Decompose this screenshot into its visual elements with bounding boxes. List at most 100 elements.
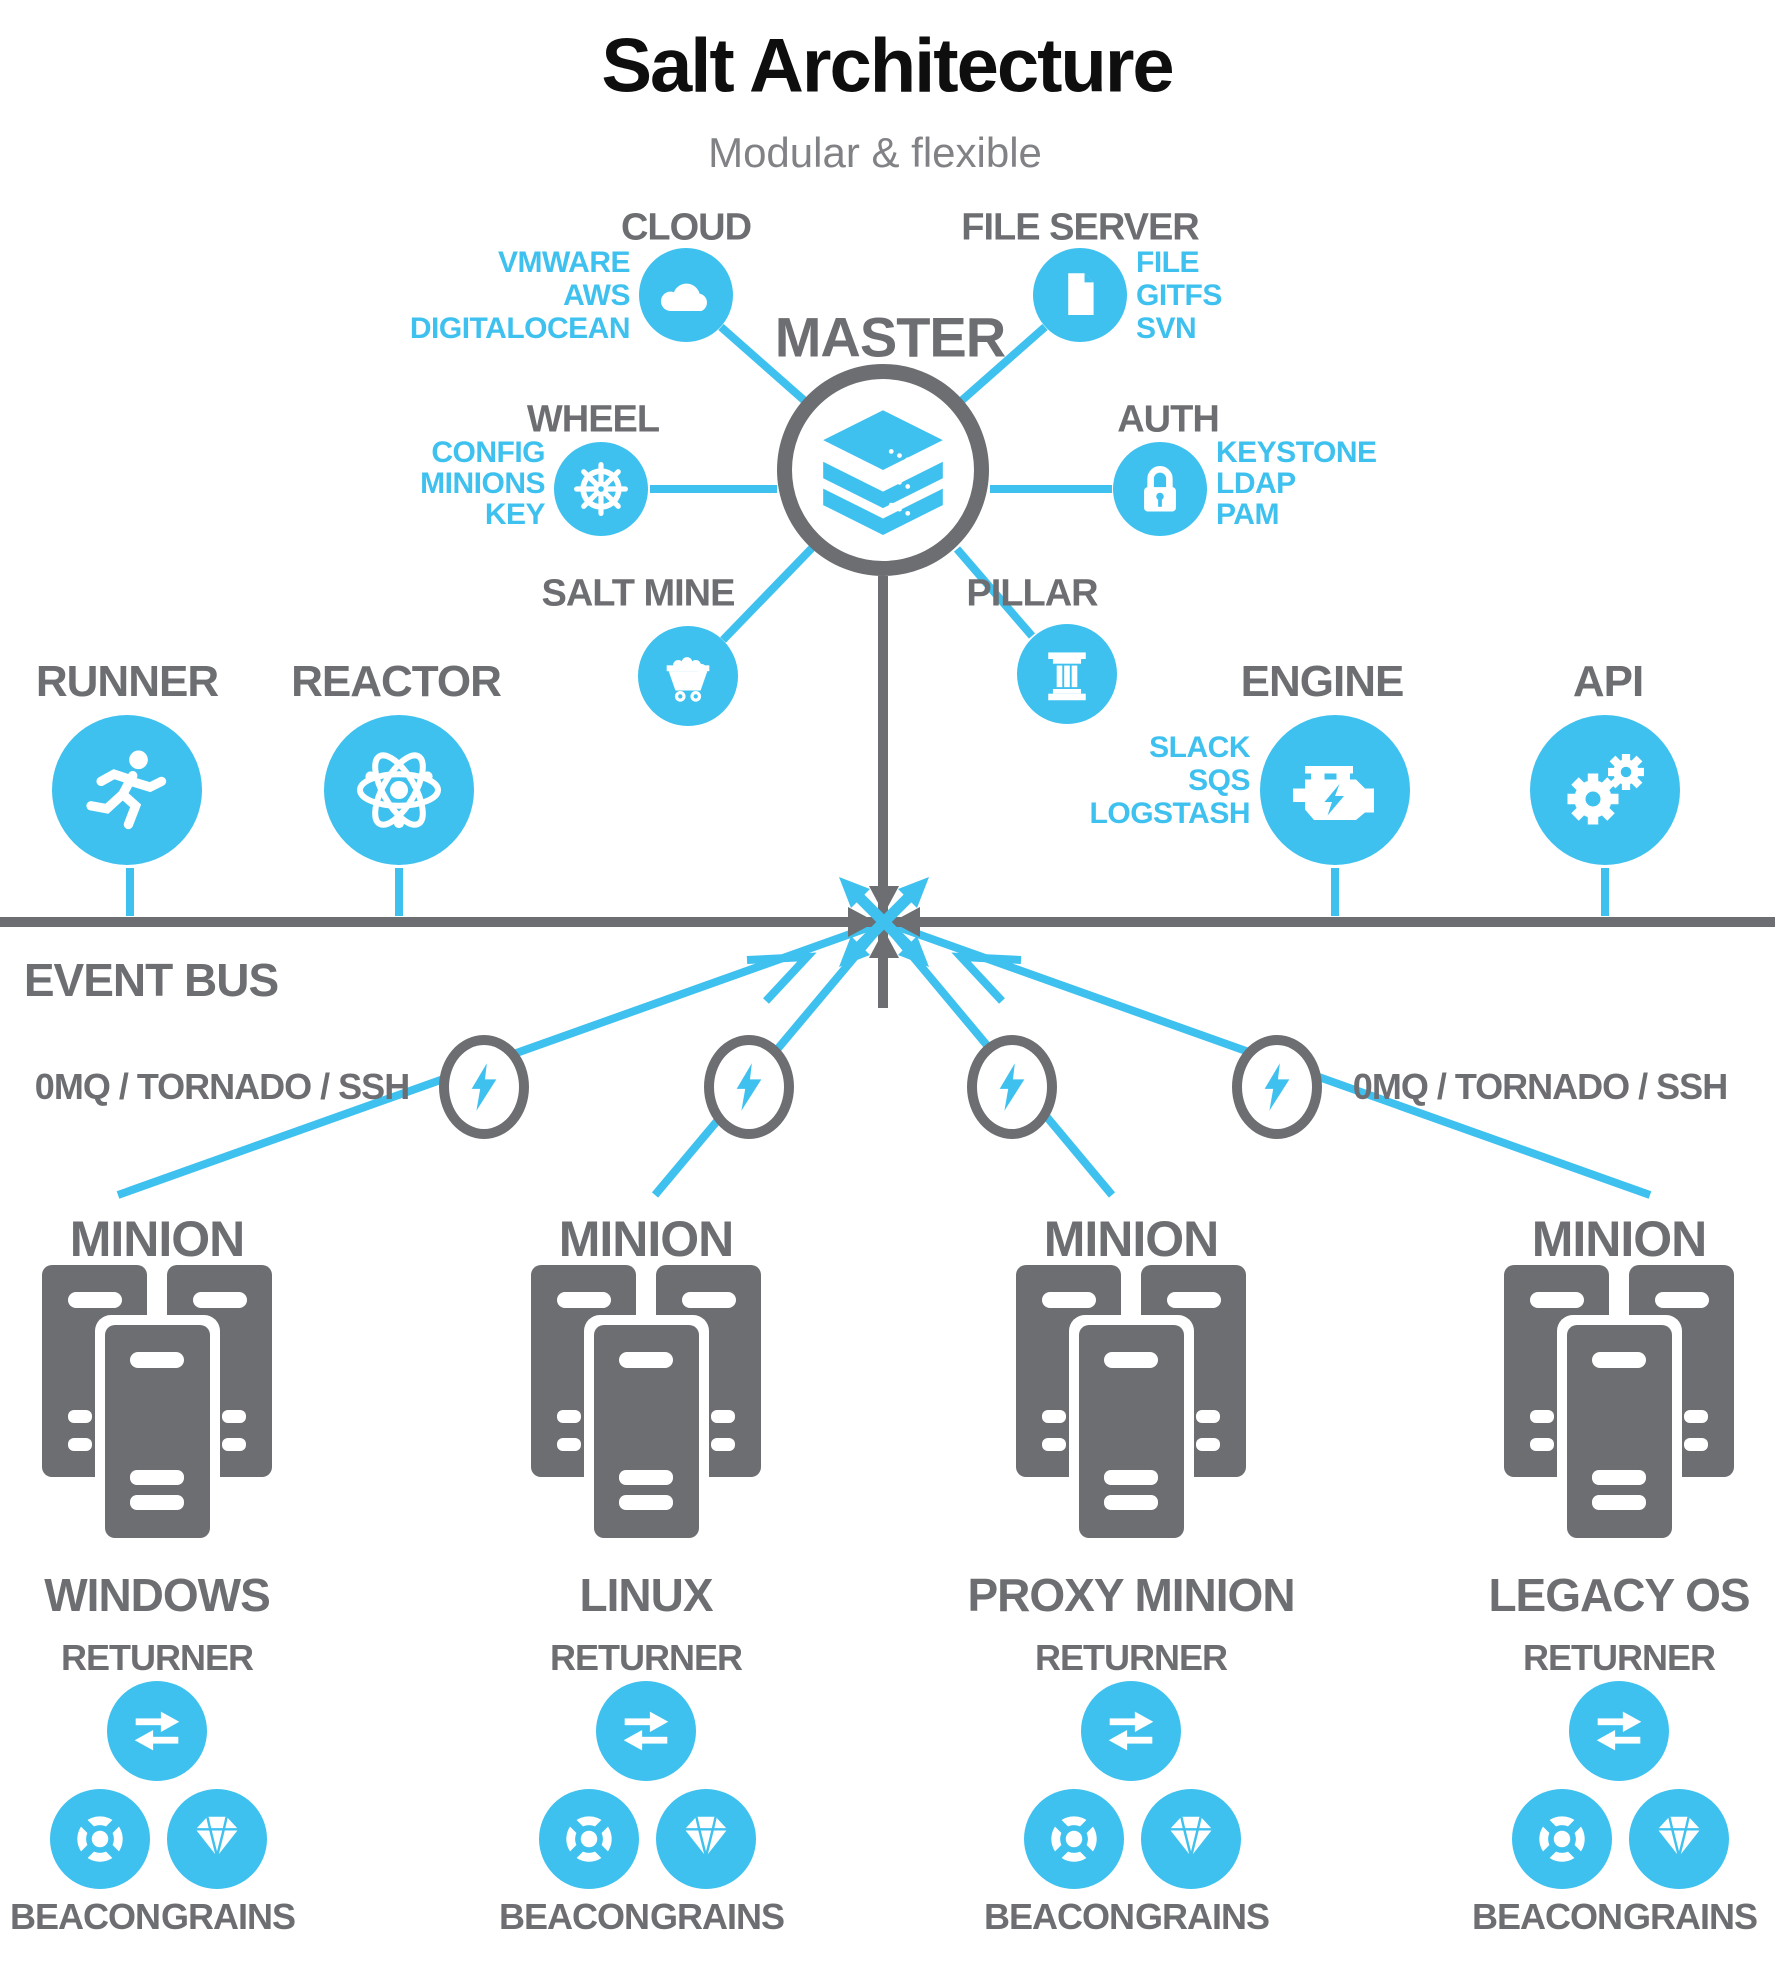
grains-node: [1629, 1789, 1729, 1889]
crossing-arrows-icon: [836, 874, 932, 970]
diamond-icon: [186, 1808, 248, 1870]
diamond-icon: [675, 1808, 737, 1870]
returner-node: [107, 1681, 207, 1781]
transport-label-right: 0MQ / TORNADO / SSH: [1352, 1066, 1728, 1107]
lightning-icon: [730, 1059, 768, 1115]
api-node: [1530, 715, 1680, 865]
returner-label: RETURNER: [1034, 1637, 1228, 1678]
beacon-label: BEACON: [498, 1896, 650, 1937]
auth-node: [1113, 442, 1207, 536]
auth-items: KEYSTONE LDAP PAM: [1216, 436, 1377, 531]
file-server-node: [1033, 248, 1127, 342]
runner-icon: [81, 744, 173, 836]
cloud-label: CLOUD: [620, 206, 752, 249]
lightning-icon: [993, 1059, 1031, 1115]
sync-arrows-icon: [1588, 1700, 1650, 1762]
grains-node: [1141, 1789, 1241, 1889]
server-towers-icon: [531, 1265, 761, 1549]
server-towers-icon: [1016, 1265, 1246, 1549]
sync-arrows-icon: [615, 1700, 677, 1762]
beacon-node: [1024, 1789, 1124, 1889]
beacon-node: [1512, 1789, 1612, 1889]
beacon-label: BEACON: [983, 1896, 1135, 1937]
cloud-node: [639, 248, 733, 342]
beacon-label: BEACON: [1471, 1896, 1623, 1937]
master-node: [777, 364, 989, 576]
returner-label: RETURNER: [549, 1637, 743, 1678]
diamond-icon: [1648, 1808, 1710, 1870]
diamond-icon: [1160, 1808, 1222, 1870]
auth-label: AUTH: [1117, 398, 1220, 441]
grains-node: [656, 1789, 756, 1889]
returner-label: RETURNER: [60, 1637, 254, 1678]
os-label: LINUX: [579, 1569, 714, 1621]
beacon-node: [539, 1789, 639, 1889]
minion-cluster-windows: MINION WINDOWS RETURNER BEACON GRAINS: [0, 1200, 317, 1975]
engine-node: [1260, 715, 1410, 865]
wheel-label: WHEEL: [526, 398, 660, 441]
salt-mine-node: [638, 626, 738, 726]
grains-label: GRAINS: [1134, 1896, 1270, 1937]
page-title: Salt Architecture: [601, 23, 1174, 109]
lightning-node-4: [1232, 1035, 1322, 1139]
atom-icon: [351, 742, 447, 838]
returner-node: [596, 1681, 696, 1781]
engine-icon: [1287, 742, 1383, 838]
api-label: API: [1572, 657, 1644, 706]
lightning-icon: [1258, 1059, 1296, 1115]
minion-cluster-proxy: MINION PROXY MINION RETURNER BEACON GRAI…: [967, 1200, 1295, 1975]
minion-label: MINION: [1531, 1211, 1708, 1267]
lifebuoy-icon: [1529, 1806, 1595, 1872]
pillar-node: [1017, 624, 1117, 724]
lifebuoy-icon: [1041, 1806, 1107, 1872]
returner-node: [1081, 1681, 1181, 1781]
grains-label: GRAINS: [649, 1896, 785, 1937]
minion-cluster-legacy: MINION LEGACY OS RETURNER BEACON GRAINS: [1459, 1200, 1775, 1975]
server-towers-icon: [42, 1265, 272, 1549]
os-label: PROXY MINION: [967, 1569, 1295, 1621]
salt-mine-label: SALT MINE: [541, 572, 736, 615]
runner-label: RUNNER: [35, 657, 219, 706]
beacon-label: BEACON: [9, 1896, 161, 1937]
minion-label: MINION: [558, 1211, 735, 1267]
lightning-node-2: [704, 1035, 794, 1139]
returner-node: [1569, 1681, 1669, 1781]
pillar-label: PILLAR: [966, 572, 1098, 615]
mine-cart-icon: [657, 645, 719, 707]
engine-items: SLACK SQS LOGSTASH: [1089, 731, 1251, 830]
lightning-icon: [465, 1059, 503, 1115]
ship-wheel-icon: [571, 459, 631, 519]
bus-center: [836, 874, 932, 970]
gears-icon: [1557, 742, 1653, 838]
engine-label: ENGINE: [1240, 657, 1405, 706]
reactor-node: [324, 715, 474, 865]
file-server-items: FILE GITFS SVN: [1136, 246, 1222, 345]
lightning-node-1: [439, 1035, 529, 1139]
minion-cluster-linux: MINION LINUX RETURNER BEACON GRAINS: [486, 1200, 806, 1975]
minion-label: MINION: [1043, 1211, 1220, 1267]
page-subtitle: Modular & flexible: [708, 129, 1042, 176]
sync-arrows-icon: [1100, 1700, 1162, 1762]
event-bus-label: EVENT BUS: [23, 954, 279, 1006]
returner-label: RETURNER: [1522, 1637, 1716, 1678]
grains-label: GRAINS: [160, 1896, 296, 1937]
grains-node: [167, 1789, 267, 1889]
grains-label: GRAINS: [1622, 1896, 1758, 1937]
beacon-node: [50, 1789, 150, 1889]
server-towers-icon: [1504, 1265, 1734, 1549]
lightning-node-3: [967, 1035, 1057, 1139]
reactor-label: REACTOR: [291, 657, 502, 706]
os-label: WINDOWS: [44, 1569, 271, 1621]
minion-label: MINION: [69, 1211, 246, 1267]
runner-node: [52, 715, 202, 865]
master-label: MASTER: [774, 305, 1006, 369]
document-icon: [1051, 266, 1109, 324]
os-label: LEGACY OS: [1488, 1569, 1750, 1621]
padlock-icon: [1130, 459, 1190, 519]
file-server-label: FILE SERVER: [961, 206, 1199, 249]
cloud-icon: [655, 272, 717, 319]
server-stack-icon: [817, 404, 949, 536]
cloud-items: VMWARE AWS DIGITALOCEAN: [409, 246, 631, 345]
lifebuoy-icon: [556, 1806, 622, 1872]
